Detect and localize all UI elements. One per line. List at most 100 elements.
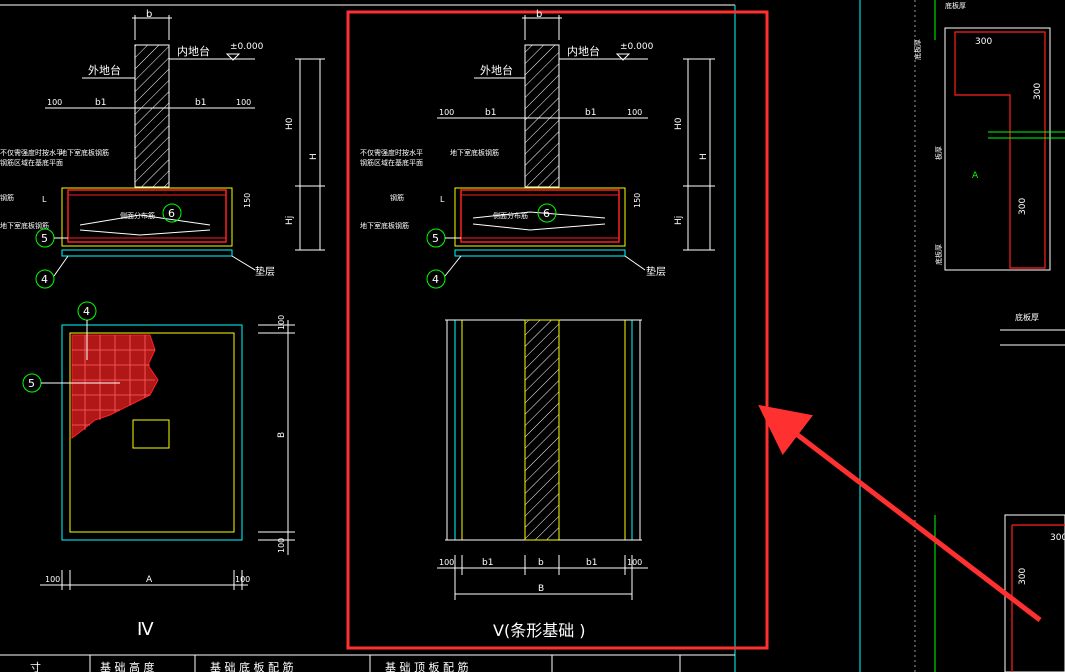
dim-b: b bbox=[146, 9, 152, 20]
svg-text:b1: b1 bbox=[195, 98, 206, 108]
svg-text:b1: b1 bbox=[482, 558, 493, 568]
svg-text:100: 100 bbox=[627, 108, 642, 117]
svg-text:4: 4 bbox=[432, 273, 439, 286]
svg-text:300: 300 bbox=[975, 37, 992, 47]
svg-text:±0.000: ±0.000 bbox=[620, 42, 654, 52]
svg-text:H: H bbox=[309, 153, 319, 160]
inner-floor-label: 内地台 bbox=[177, 44, 210, 58]
svg-text:100: 100 bbox=[439, 558, 454, 567]
svg-text:100: 100 bbox=[45, 575, 60, 584]
svg-text:100: 100 bbox=[277, 538, 286, 553]
svg-text:不仅需强度时按水平: 不仅需强度时按水平 bbox=[360, 148, 423, 157]
cushion-layer bbox=[61, 249, 233, 257]
svg-text:b1: b1 bbox=[585, 108, 596, 118]
svg-text:100: 100 bbox=[236, 98, 251, 107]
svg-text:300: 300 bbox=[1018, 568, 1028, 585]
mid-tag6-circle bbox=[537, 203, 557, 223]
svg-text:不仅需强度时按水平: 不仅需强度时按水平 bbox=[0, 148, 63, 157]
plan-inner bbox=[69, 332, 235, 533]
svg-text:板厚: 板厚 bbox=[934, 146, 943, 160]
plan-outer bbox=[61, 324, 243, 541]
svg-text:100: 100 bbox=[235, 575, 250, 584]
svg-text:B: B bbox=[538, 584, 544, 594]
svg-text:钢筋: 钢筋 bbox=[390, 193, 404, 202]
svg-text:地下室底板钢筋: 地下室底板钢筋 bbox=[0, 221, 49, 230]
svg-text:基 础 顶 板 配 筋: 基 础 顶 板 配 筋 bbox=[385, 660, 468, 672]
svg-text:钢筋区域在基底平面: 钢筋区域在基底平面 bbox=[0, 158, 63, 167]
svg-text:地下室底板钢筋: 地下室底板钢筋 bbox=[360, 221, 409, 230]
cushion-label: 垫层 bbox=[255, 265, 275, 278]
wall-hatch bbox=[134, 44, 170, 188]
svg-text:外地台: 外地台 bbox=[480, 63, 513, 77]
svg-text:地下室底板钢筋: 地下室底板钢筋 bbox=[450, 148, 499, 157]
svg-text:A: A bbox=[146, 575, 153, 585]
mid-footing-outline bbox=[454, 187, 626, 247]
strip-wall-hatch bbox=[524, 319, 560, 541]
mid-tag4-circle bbox=[426, 269, 446, 289]
right-detail-view: 底板厚 300 300 300 板厚 A 底板厚 底板厚 底板厚 300 300 bbox=[913, 0, 1065, 672]
mid-cushion-layer bbox=[454, 249, 626, 257]
svg-text:Hj: Hj bbox=[285, 216, 295, 225]
svg-text:b: b bbox=[538, 558, 544, 568]
right-rebar-path bbox=[954, 31, 1046, 269]
svg-text:100: 100 bbox=[439, 108, 454, 117]
svg-text:底板厚: 底板厚 bbox=[945, 1, 966, 10]
strip-foundation-title: Ⅴ(条形基础 ) bbox=[493, 621, 586, 640]
drawing-frame bbox=[0, 0, 916, 672]
svg-text:底板厚: 底板厚 bbox=[913, 39, 922, 60]
svg-text:100: 100 bbox=[47, 98, 62, 107]
svg-text:6: 6 bbox=[168, 207, 175, 220]
left-plan-view: 4 5 100 B 100 100 A 100 Ⅳ bbox=[22, 301, 295, 640]
svg-text:b1: b1 bbox=[95, 98, 106, 108]
footing-rebar bbox=[67, 189, 227, 243]
svg-text:b1: b1 bbox=[485, 108, 496, 118]
mid-footing-rebar bbox=[460, 189, 620, 243]
svg-text:5: 5 bbox=[28, 377, 35, 390]
svg-text:300: 300 bbox=[1018, 198, 1028, 215]
svg-text:300: 300 bbox=[1033, 83, 1043, 100]
svg-text:100: 100 bbox=[627, 558, 642, 567]
elevation-label: ±0.000 bbox=[230, 42, 264, 52]
svg-text:寸: 寸 bbox=[30, 660, 41, 672]
svg-text:内地台: 内地台 bbox=[567, 44, 600, 58]
svg-text:4: 4 bbox=[41, 273, 48, 286]
svg-text:A: A bbox=[972, 171, 979, 181]
svg-text:100: 100 bbox=[277, 315, 286, 330]
svg-text:5: 5 bbox=[432, 232, 439, 245]
svg-text:底板厚: 底板厚 bbox=[934, 244, 943, 265]
svg-text:B: B bbox=[277, 432, 287, 438]
outer-floor-label: 外地台 bbox=[88, 63, 121, 77]
svg-text:Hj: Hj bbox=[674, 216, 684, 225]
svg-text:H0: H0 bbox=[285, 117, 295, 130]
svg-text:垫层: 垫层 bbox=[646, 265, 666, 278]
middle-plan-view: 100 b1 b b1 100 B Ⅴ(条形基础 ) bbox=[437, 319, 648, 640]
svg-text:b1: b1 bbox=[586, 558, 597, 568]
left-section-view: b 内地台 ±0.000 外地台 100 b1 b1 100 不仅需强度时按水平… bbox=[0, 9, 325, 289]
svg-text:H: H bbox=[699, 153, 709, 160]
column-footprint bbox=[132, 419, 170, 449]
svg-text:5: 5 bbox=[41, 232, 48, 245]
svg-text:钢筋: 钢筋 bbox=[0, 193, 14, 202]
annotation-arrow bbox=[758, 404, 1042, 622]
mid-wall-hatch bbox=[524, 44, 560, 188]
svg-text:侧面分布筋: 侧面分布筋 bbox=[493, 211, 528, 220]
tag6-circle bbox=[162, 203, 182, 223]
svg-text:钢筋区域在基底平面: 钢筋区域在基底平面 bbox=[360, 158, 423, 167]
right-slab-outline bbox=[944, 27, 1051, 271]
svg-text:150: 150 bbox=[633, 193, 642, 208]
svg-text:L: L bbox=[440, 195, 445, 204]
svg-text:基 础 高 度: 基 础 高 度 bbox=[100, 660, 155, 672]
highlight-box[interactable] bbox=[346, 10, 769, 650]
svg-text:4: 4 bbox=[83, 305, 90, 318]
svg-text:L: L bbox=[42, 195, 47, 204]
tag4-circle bbox=[35, 269, 55, 289]
svg-text:300: 300 bbox=[1050, 533, 1065, 543]
middle-section-view: b 内地台 ±0.000 外地台 100 b1 b1 100 不仅需强度时按水平… bbox=[360, 9, 715, 289]
svg-text:侧面分布筋: 侧面分布筋 bbox=[120, 211, 155, 220]
svg-text:底板厚: 底板厚 bbox=[1015, 312, 1039, 322]
footing-outline bbox=[61, 187, 233, 247]
plan-roman-4: Ⅳ bbox=[137, 619, 154, 640]
svg-text:地下室底板钢筋: 地下室底板钢筋 bbox=[60, 148, 109, 157]
svg-text:H0: H0 bbox=[674, 117, 684, 130]
